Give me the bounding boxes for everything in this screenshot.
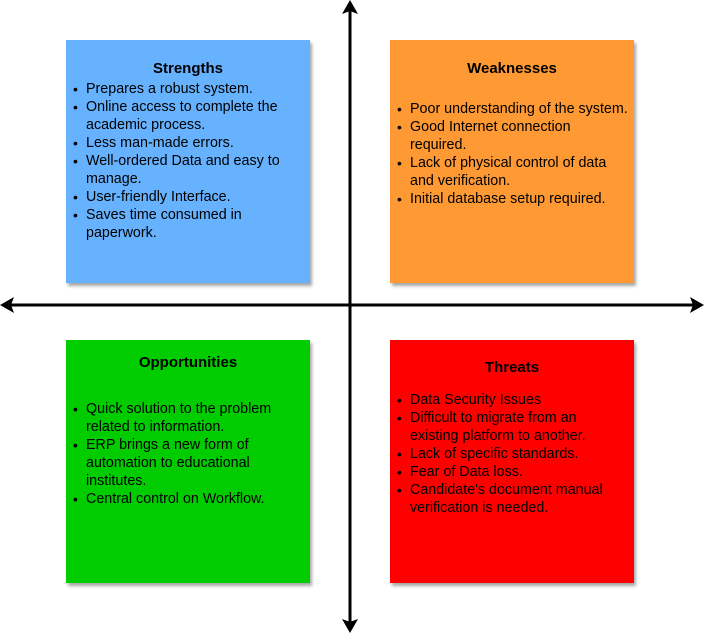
- opportunities-box: Opportunities Quick solution to the prob…: [66, 340, 310, 583]
- down-arrow-icon: [342, 619, 358, 633]
- weaknesses-box: Weaknesses Poor understanding of the sys…: [390, 40, 634, 283]
- list-item: Fear of Data loss.: [397, 463, 628, 481]
- strengths-title: Strengths: [152, 60, 223, 77]
- list-item: Online access to complete the academic p…: [73, 98, 304, 134]
- list-item: Candidate's document manual verification…: [397, 481, 628, 517]
- weaknesses-title: Weaknesses: [467, 60, 557, 77]
- list-item: Lack of physical control of data and ver…: [397, 154, 628, 190]
- list-item: Data Security Issues: [397, 391, 628, 409]
- threats-title: Threats: [484, 359, 540, 376]
- list-item: Poor understanding of the system.: [397, 100, 628, 118]
- opportunities-title: Opportunities: [138, 354, 238, 371]
- list-item: ERP brings a new form of automation to e…: [73, 436, 304, 490]
- threats-list: Data Security Issues Difficult to migrat…: [390, 377, 634, 517]
- list-item: Difficult to migrate from an existing pl…: [397, 409, 628, 445]
- list-item: Quick solution to the problem related to…: [73, 400, 304, 436]
- list-item: Good Internet connection required.: [397, 118, 628, 154]
- strengths-list: Prepares a robust system. Online access …: [66, 78, 310, 242]
- list-item: Saves time consumed in paperwork.: [73, 206, 304, 242]
- strengths-box: Strengths Prepares a robust system. Onli…: [66, 40, 310, 283]
- right-arrow-icon: [690, 297, 704, 313]
- list-item: Lack of specific standards.: [397, 445, 628, 463]
- list-item: Initial database setup required.: [397, 190, 628, 208]
- list-item: Less man-made errors.: [73, 134, 304, 152]
- weaknesses-list: Poor understanding of the system. Good I…: [390, 78, 634, 208]
- list-item: User-friendly Interface.: [73, 188, 304, 206]
- list-item: Prepares a robust system.: [73, 80, 304, 98]
- list-item: Central control on Workflow.: [73, 490, 304, 508]
- opportunities-list: Quick solution to the problem related to…: [66, 372, 310, 508]
- threats-box: Threats Data Security Issues Difficult t…: [390, 340, 634, 583]
- list-item: Well-ordered Data and easy to manage.: [73, 152, 304, 188]
- up-arrow-icon: [342, 0, 358, 14]
- left-arrow-icon: [0, 297, 14, 313]
